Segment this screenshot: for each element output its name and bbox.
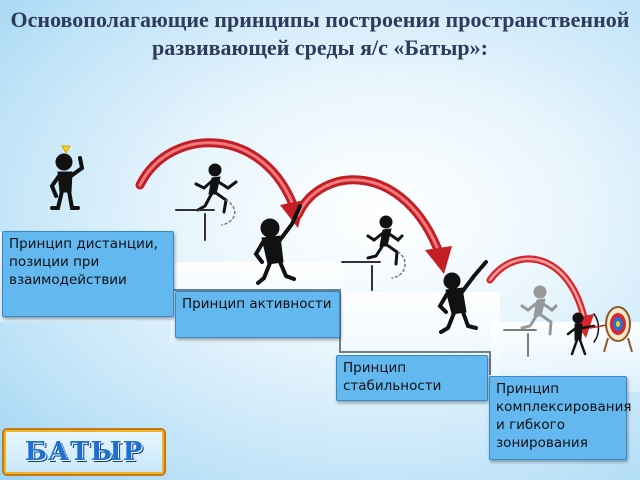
thinking-figure-icon <box>49 145 85 210</box>
principle-box-distance: Принцип дистанции, позиции при взаимодей… <box>2 231 174 317</box>
principle-box-stability: Принцип стабильности <box>336 355 488 401</box>
running-figure-icon <box>503 285 558 357</box>
running-figure-icon <box>341 215 406 291</box>
progress-arrow-2 <box>293 175 452 274</box>
pointing-figure-icon <box>437 260 488 334</box>
principle-box-activity: Принцип активности <box>175 291 340 338</box>
pointing-figure-icon <box>253 204 302 285</box>
batyr-logo: БАТЫР <box>4 430 164 474</box>
running-figure-icon <box>175 163 238 241</box>
archer-figure-icon <box>566 312 613 356</box>
slide-title: Основополагающие принципы построения про… <box>10 7 630 60</box>
logo-text: БАТЫР <box>24 437 144 467</box>
principle-box-zoning: Принцип комплексирования и гибкого зонир… <box>489 376 632 460</box>
target-icon <box>603 306 633 353</box>
